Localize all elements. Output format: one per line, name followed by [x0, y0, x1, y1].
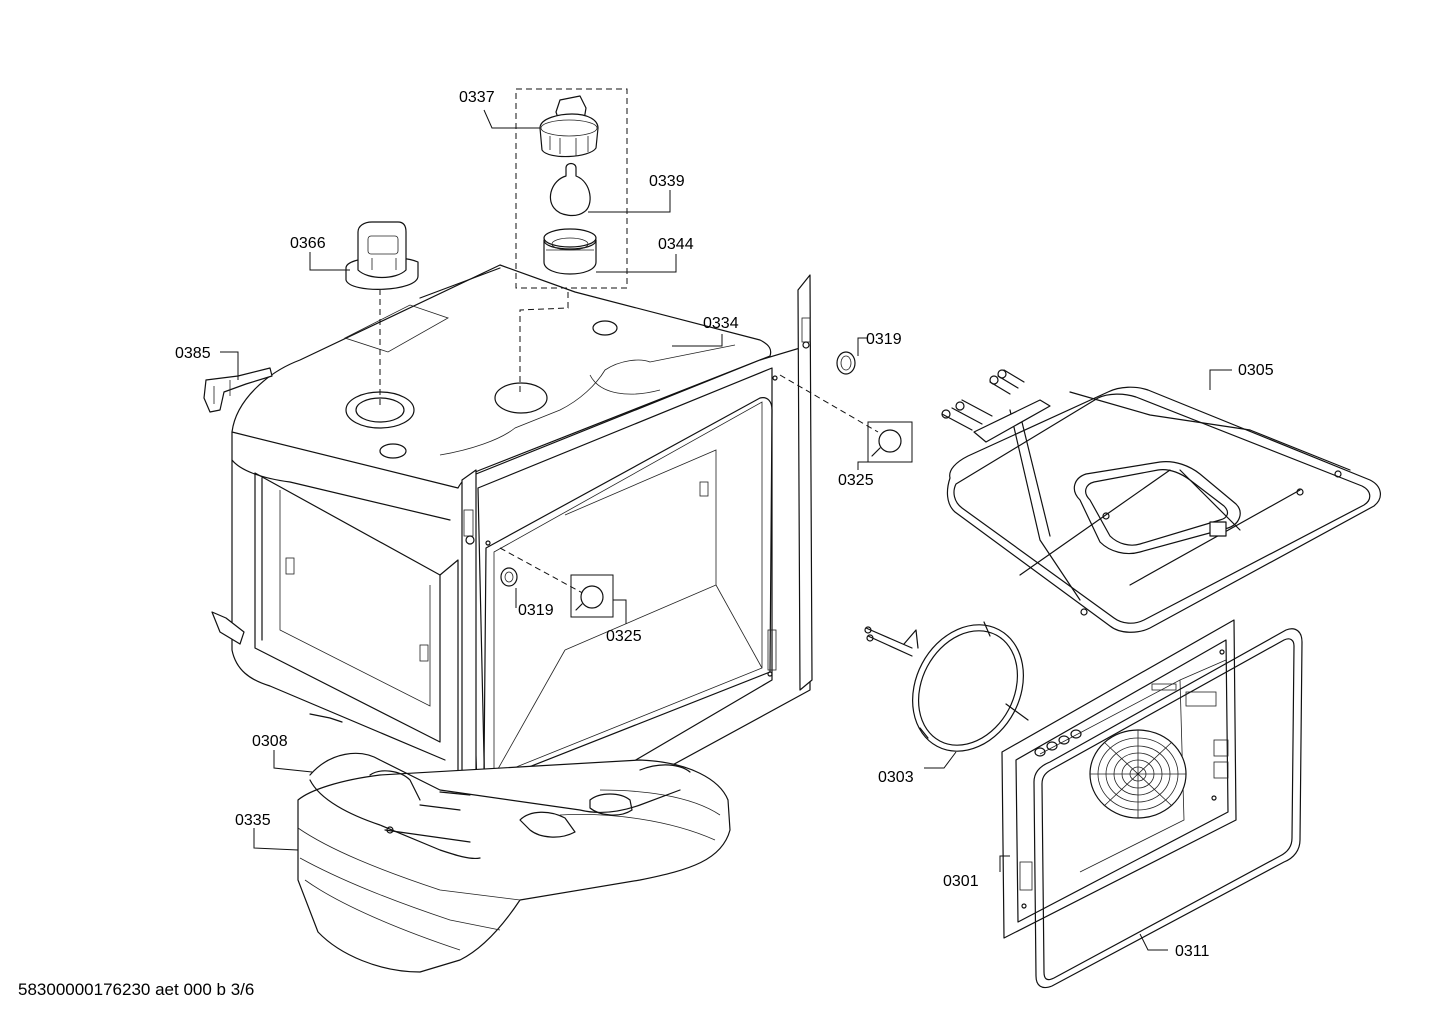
label-0344: 0344 — [658, 236, 694, 253]
grill-heater-element — [941, 369, 1381, 633]
document-reference-code: 58300000176230 aet 000 b 3/6 — [18, 980, 255, 999]
label-0308: 0308 — [252, 733, 288, 750]
oven-lamp-assembly — [515, 88, 628, 289]
label-0334: 0334 — [703, 315, 739, 332]
ring-heater-element — [864, 621, 1029, 752]
label-0301: 0301 — [943, 873, 979, 890]
label-0303: 0303 — [878, 769, 914, 786]
label-0319-right: 0319 — [866, 331, 902, 348]
right-lamp-cover-parts — [836, 351, 913, 463]
part-number-labels: 0337 0339 0344 0366 0385 0334 0319 0325 … — [175, 89, 1274, 960]
label-0366: 0366 — [290, 235, 326, 252]
label-0385: 0385 — [175, 345, 211, 362]
part-0366-housing — [345, 221, 419, 290]
label-0311: 0311 — [1175, 943, 1210, 960]
oven-muffle — [211, 264, 879, 879]
label-0305: 0305 — [1238, 362, 1274, 379]
back-panel-with-fan — [1001, 619, 1303, 989]
label-0335: 0335 — [235, 812, 271, 829]
label-0325-right: 0325 — [838, 472, 874, 489]
label-0325-inner: 0325 — [606, 628, 642, 645]
bottom-heater-and-insulation — [297, 752, 731, 973]
label-0339: 0339 — [649, 173, 685, 190]
part-0385-bracket — [203, 367, 273, 413]
callout-leader-lines — [220, 109, 1232, 951]
inner-lamp-cover-parts — [500, 567, 614, 618]
label-0319-inner: 0319 — [518, 602, 554, 619]
label-0337: 0337 — [459, 89, 495, 106]
